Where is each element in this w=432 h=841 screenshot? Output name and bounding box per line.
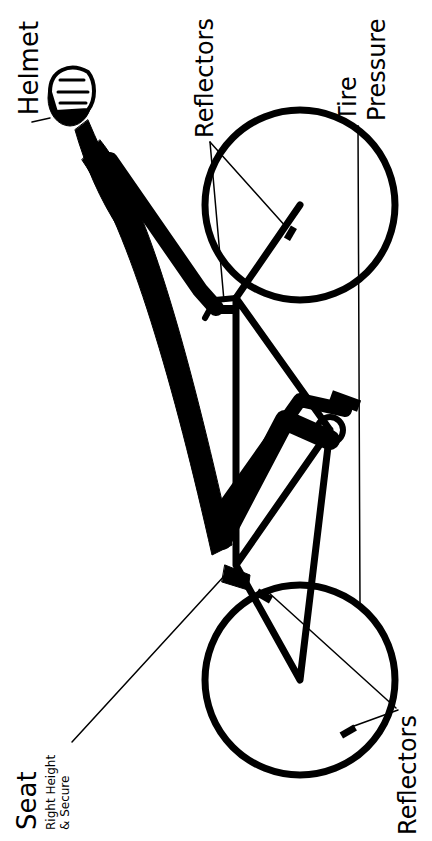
rider-arm xyxy=(110,160,216,308)
part-label: Helmet xyxy=(14,21,45,115)
leader-line xyxy=(268,592,396,708)
seat xyxy=(222,565,250,590)
part-label: Reflectors xyxy=(394,715,423,835)
rear-reflector xyxy=(255,589,273,604)
part-label: Reflectors xyxy=(191,18,220,138)
leader-line xyxy=(72,574,226,742)
leader-line xyxy=(358,126,364,136)
front-reflector xyxy=(218,305,234,314)
leader-line xyxy=(210,142,224,301)
front-wheel xyxy=(205,110,395,300)
part-label: Tire Pressure xyxy=(334,9,392,121)
leader-line xyxy=(210,142,287,228)
rider-hair xyxy=(75,120,140,230)
helmet-vents xyxy=(58,80,88,103)
rider-leg xyxy=(215,400,345,520)
leader-line xyxy=(358,126,360,604)
front-fork xyxy=(236,205,300,298)
leader-line xyxy=(32,118,50,122)
note-label: Right Height & Secure xyxy=(44,750,73,830)
leader-line xyxy=(354,710,398,726)
helmet xyxy=(50,68,94,112)
pedal xyxy=(329,390,361,412)
part-label: Seat xyxy=(12,750,43,830)
